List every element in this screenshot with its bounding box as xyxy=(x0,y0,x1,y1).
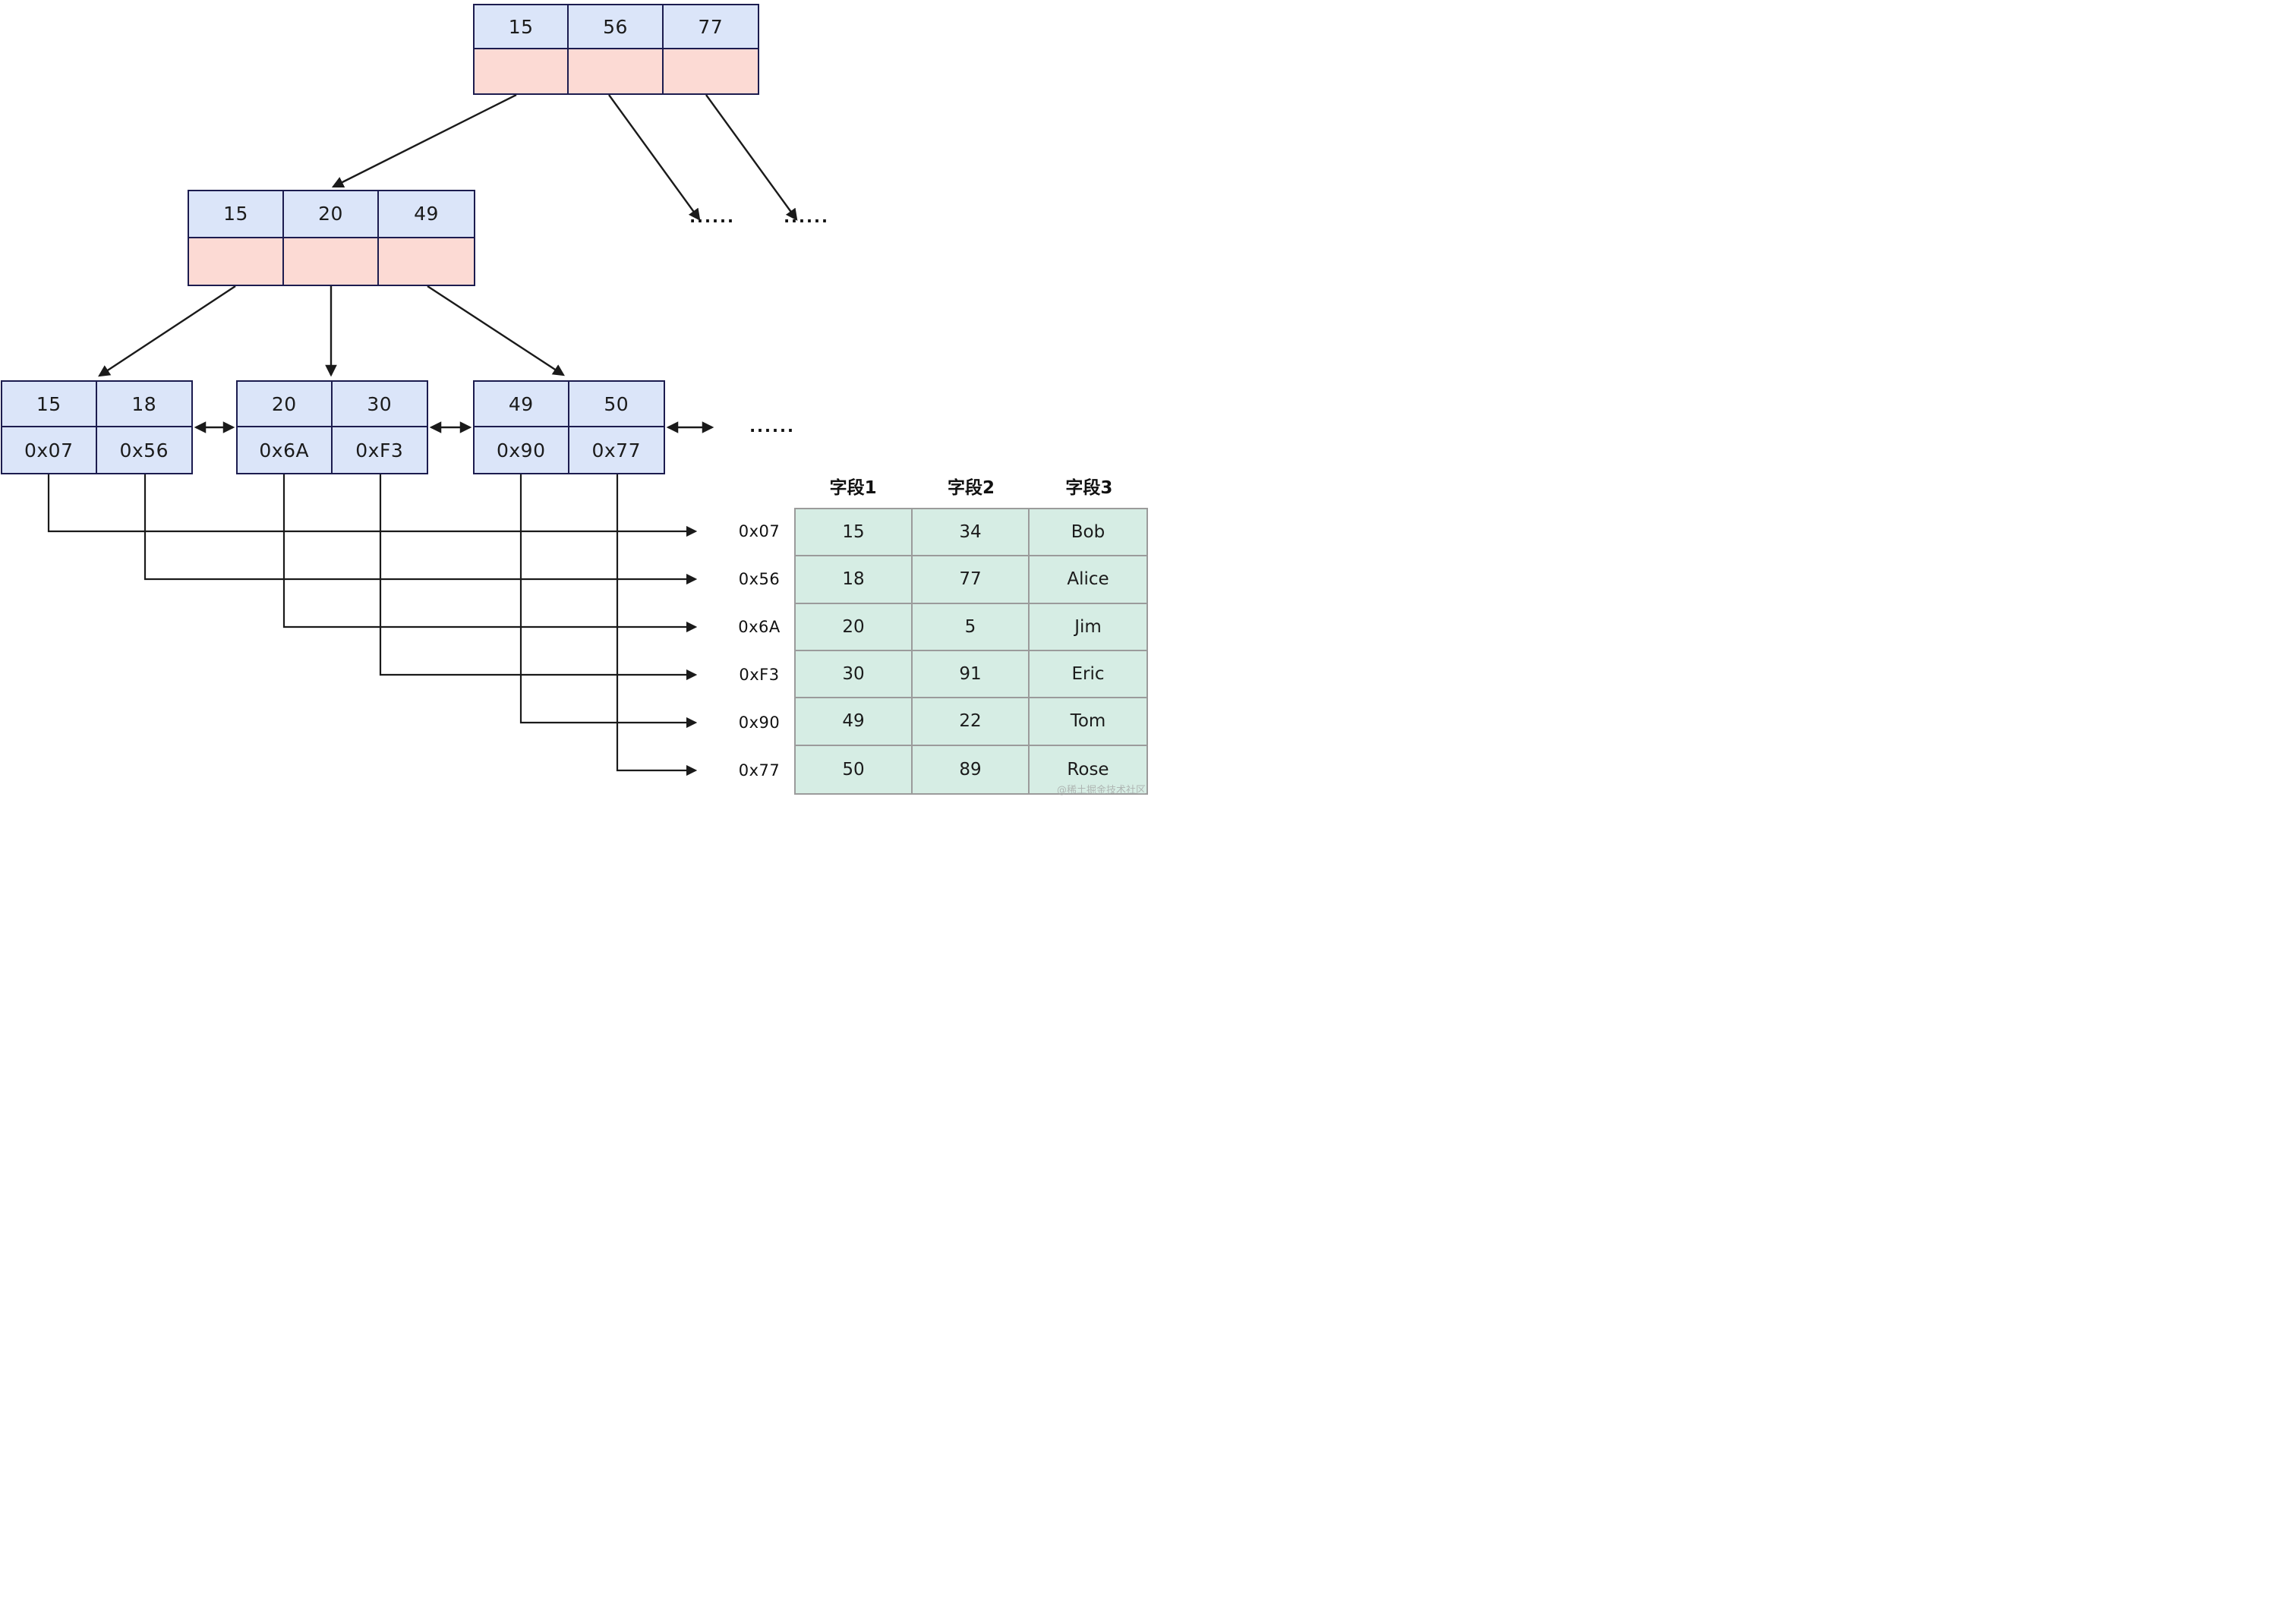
btree-leaf-node-2: 20 30 0x6A 0xF3 xyxy=(236,380,428,474)
btree-internal-node: 15 20 49 xyxy=(188,190,475,286)
btree-root-node: 15 56 77 xyxy=(473,4,759,95)
record-cell: 22 xyxy=(913,698,1030,746)
leaf-pointer-cell: 0x77 xyxy=(569,427,664,473)
record-pointer-label: 0xF3 xyxy=(739,666,780,684)
leaf-pointer-cell: 0x56 xyxy=(96,427,191,473)
leaf-pointer-cell: 0xF3 xyxy=(332,427,427,473)
root-key-cell: 77 xyxy=(663,5,758,49)
ellipsis-more-children: ...... xyxy=(689,208,735,226)
leaf-key-cell: 50 xyxy=(569,382,664,427)
record-cell: 49 xyxy=(796,698,913,746)
record-pointer-label: 0x56 xyxy=(738,570,781,588)
internal-key-cell: 15 xyxy=(189,191,284,238)
internal-pointer-cell xyxy=(284,238,379,285)
ellipsis-more-leaves: ...... xyxy=(749,417,795,436)
record-cell: 34 xyxy=(913,509,1030,557)
column-header: 字段2 xyxy=(947,478,995,498)
leaf-key-cell: 30 xyxy=(332,382,427,427)
record-cell: Jim xyxy=(1030,604,1146,651)
root-pointer-cell xyxy=(663,49,758,93)
record-cell: 77 xyxy=(913,556,1030,604)
btree-leaf-node-1: 15 18 0x07 0x56 xyxy=(1,380,193,474)
leaf-pointer-cell: 0x6A xyxy=(238,427,333,473)
record-pointer-label: 0x07 xyxy=(738,522,781,540)
record-cell: 89 xyxy=(913,745,1030,793)
record-pointer-label: 0x77 xyxy=(738,761,781,780)
record-cell: Alice xyxy=(1030,556,1146,604)
root-key-cell: 15 xyxy=(475,5,569,49)
record-cell: 30 xyxy=(796,650,913,699)
record-cell: 18 xyxy=(796,556,913,604)
record-cell: 20 xyxy=(796,603,913,651)
record-pointer-label: 0x90 xyxy=(738,713,781,732)
root-pointer-cell xyxy=(475,49,569,93)
internal-key-cell: 49 xyxy=(379,191,474,238)
record-table: 15 34 Bob 18 77 Alice 20 5 Jim 30 91 Eri… xyxy=(794,508,1148,795)
record-cell: 91 xyxy=(913,650,1030,699)
bplus-tree-index-diagram: 15 56 77 15 20 49 15 18 0x07 0x56 20 30 … xyxy=(0,0,1148,798)
record-table-headers: 字段1 字段2 字段3 xyxy=(794,473,1148,498)
record-cell: Rose xyxy=(1067,759,1109,780)
record-pointer-label: 0x6A xyxy=(738,618,781,636)
record-cell: Tom xyxy=(1030,698,1146,746)
record-cell: 5 xyxy=(913,603,1030,651)
leaf-to-record-connectors xyxy=(47,474,698,776)
record-cell: 50 xyxy=(796,745,913,793)
internal-to-leaf-arrows xyxy=(98,285,565,377)
root-pointer-cell xyxy=(569,49,664,93)
leaf-pointer-cell: 0x90 xyxy=(475,427,569,473)
record-cell: 15 xyxy=(796,509,913,557)
watermark: @稀土掘金技术社区 xyxy=(1056,785,1146,796)
internal-key-cell: 20 xyxy=(284,191,379,238)
leaf-pointer-cell: 0x07 xyxy=(2,427,97,473)
root-key-cell: 56 xyxy=(569,5,664,49)
internal-pointer-cell xyxy=(189,238,284,285)
internal-pointer-cell xyxy=(379,238,474,285)
leaf-key-cell: 18 xyxy=(96,382,191,427)
record-cell: Bob xyxy=(1030,509,1146,557)
ellipsis-more-children: ...... xyxy=(784,208,829,226)
leaf-key-cell: 49 xyxy=(475,382,569,427)
record-cell: Eric xyxy=(1030,651,1146,699)
btree-leaf-node-3: 49 50 0x90 0x77 xyxy=(473,380,665,474)
leaf-key-cell: 15 xyxy=(2,382,97,427)
leaf-key-cell: 20 xyxy=(238,382,333,427)
column-header: 字段3 xyxy=(1065,478,1113,498)
column-header: 字段1 xyxy=(829,478,877,498)
